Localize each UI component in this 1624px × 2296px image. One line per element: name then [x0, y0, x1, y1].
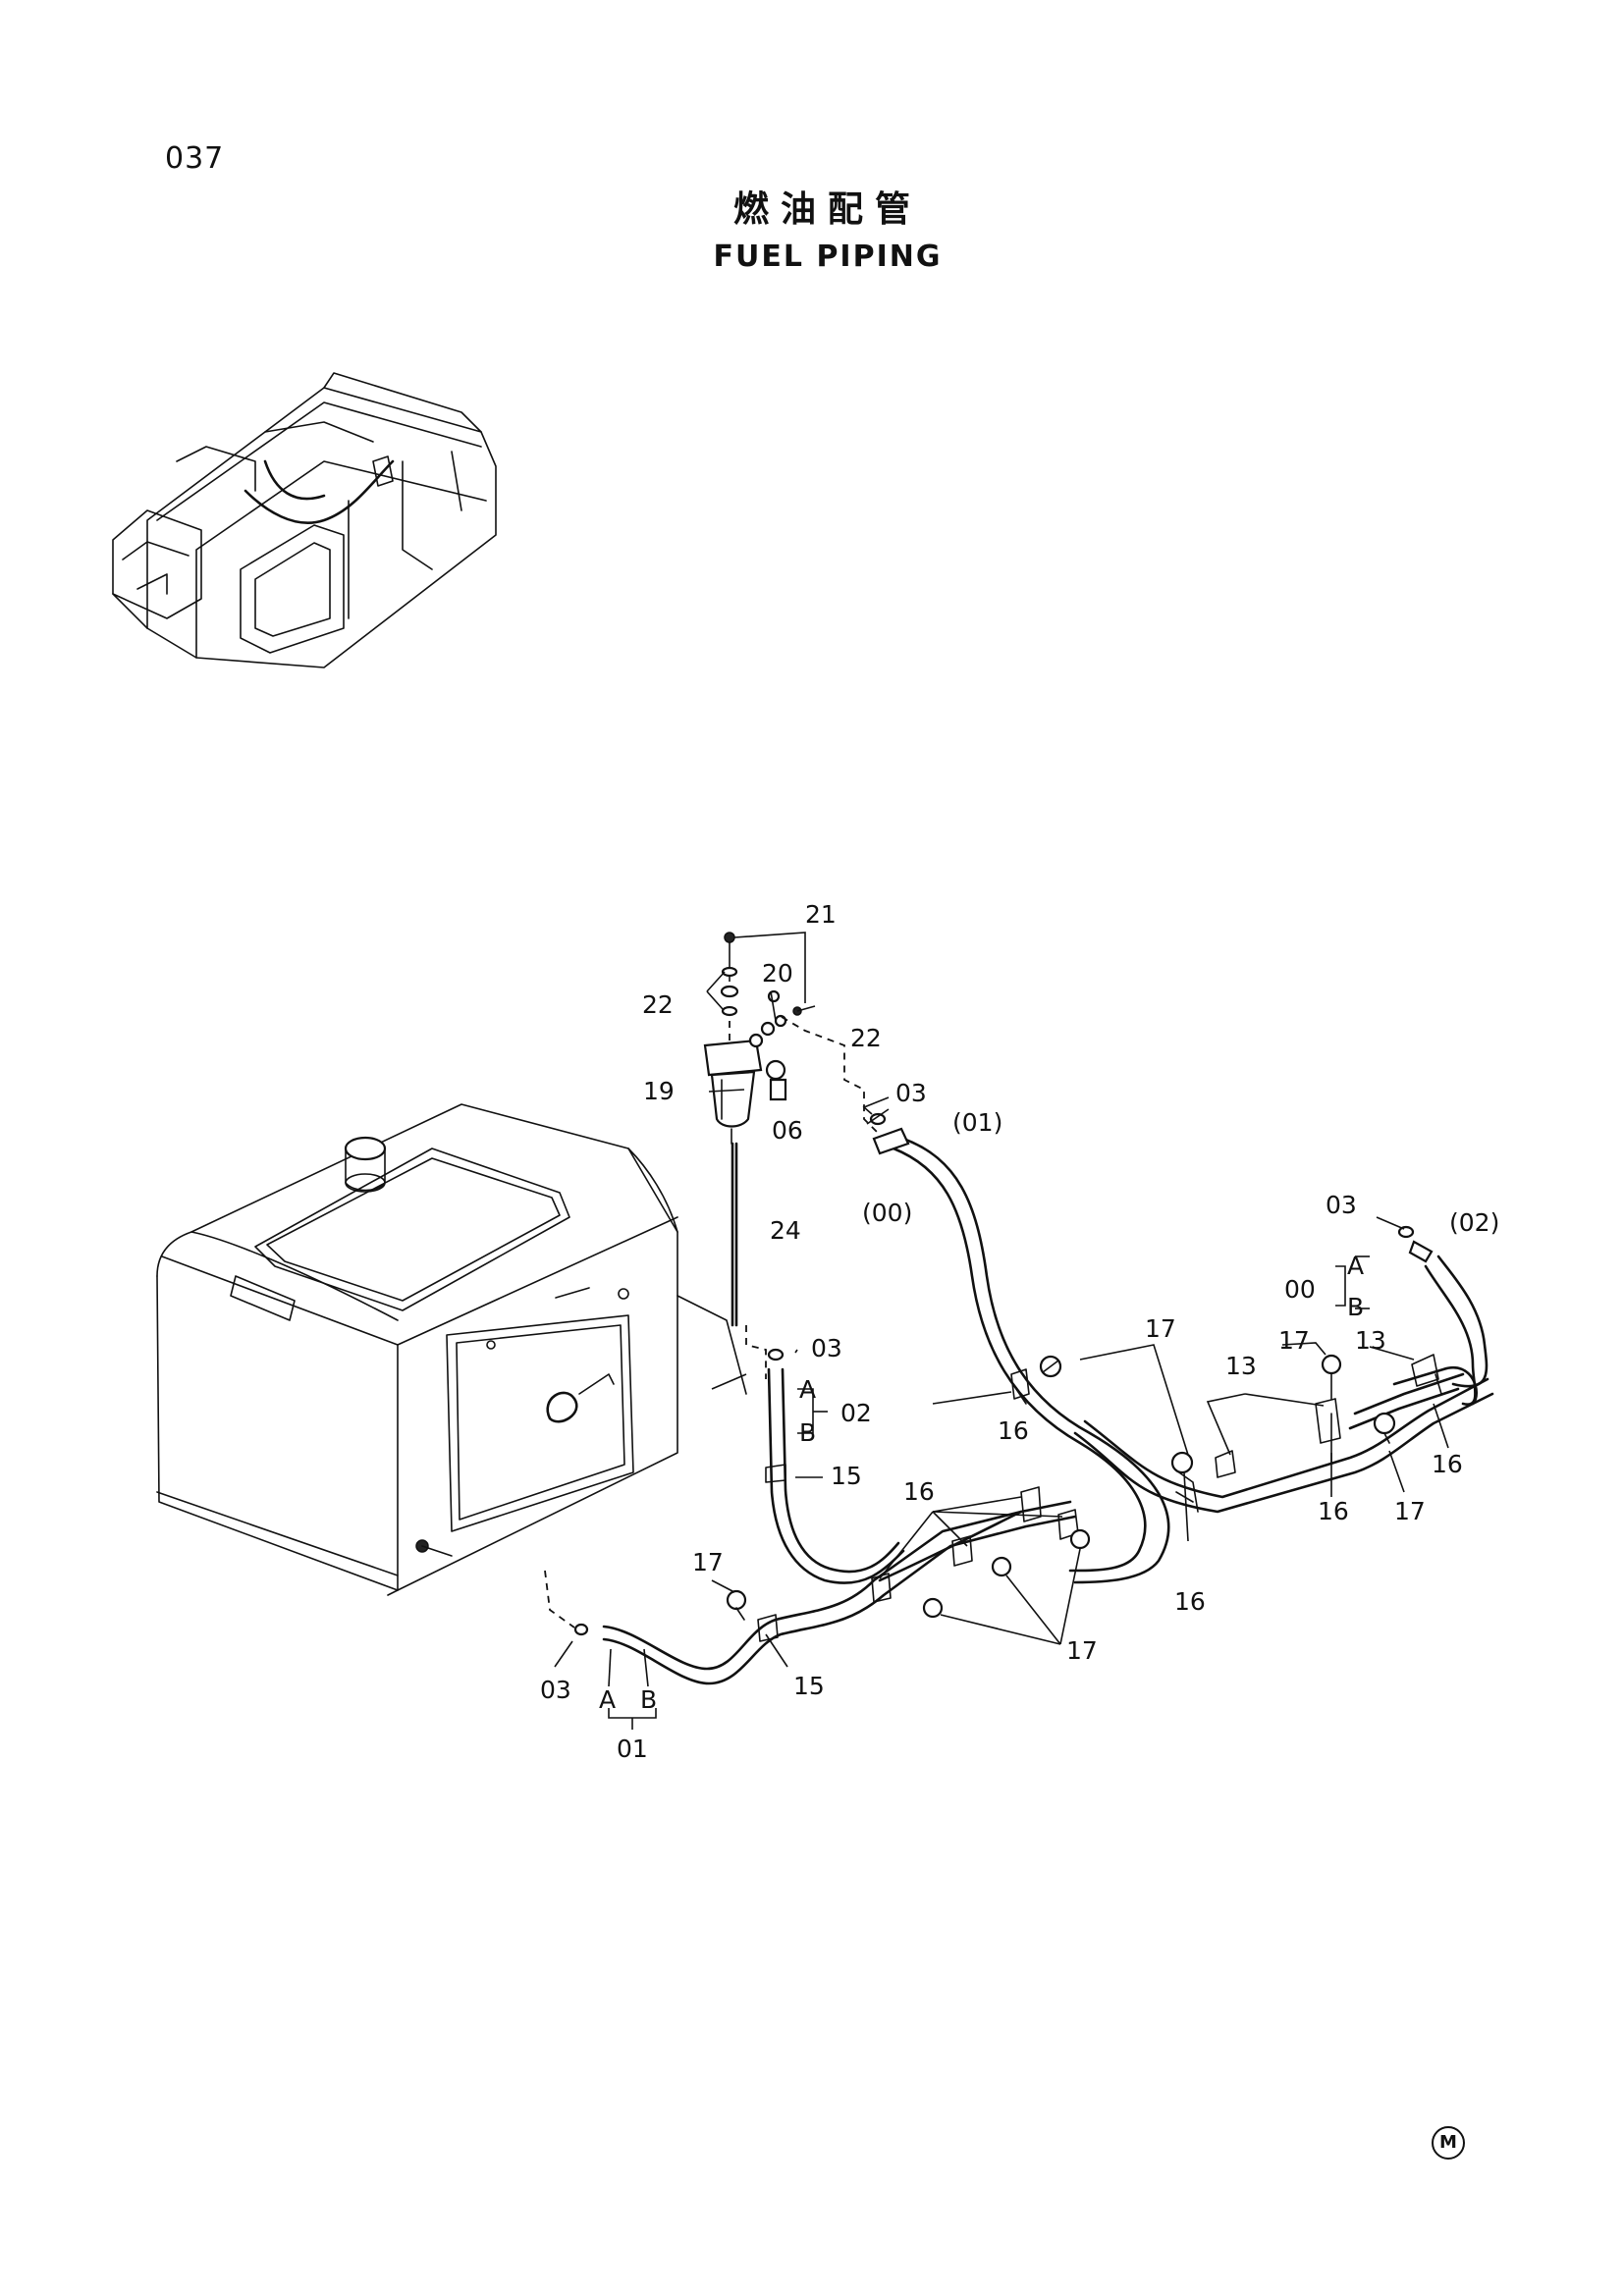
callout-01-a: A [599, 1685, 616, 1714]
drain-path [745, 1325, 767, 1379]
callout-17-lower: 17 [1066, 1636, 1098, 1665]
callout-22-left: 22 [642, 990, 674, 1019]
callout-17-right: 17 [1278, 1326, 1310, 1355]
callout-leaders [554, 932, 1449, 1730]
callout-03-bottom: 03 [540, 1676, 571, 1704]
callout-15-lower: 15 [793, 1672, 825, 1700]
callout-02-group: 02 [840, 1399, 872, 1427]
callout-15-upper: 15 [831, 1462, 862, 1490]
callout-02-b: B [799, 1418, 816, 1447]
callout-00-group: 00 [1284, 1275, 1316, 1304]
callout-16-far-right: 16 [1432, 1450, 1463, 1478]
page-title-english: FUEL PIPING [713, 240, 943, 274]
callout-06: 06 [772, 1116, 803, 1145]
callout-03-right: 03 [1326, 1191, 1357, 1219]
callout-19: 19 [643, 1077, 675, 1105]
callout-02-a: A [799, 1375, 816, 1404]
callout-01-group: 01 [617, 1735, 648, 1763]
fuel-tank-illustration [156, 1103, 747, 1596]
callout-16-center: 16 [1174, 1587, 1206, 1616]
callout-17-left: 17 [692, 1548, 724, 1576]
callout-00-paren: (00) [862, 1199, 912, 1227]
callout-24: 24 [770, 1216, 801, 1245]
page-number: 037 [165, 141, 225, 176]
callout-16-left: 16 [998, 1416, 1029, 1445]
machine-overview-illustration [112, 372, 497, 668]
callout-21: 21 [805, 900, 837, 929]
callout-16-right: 16 [1318, 1497, 1349, 1525]
callout-00-a: A [1347, 1252, 1364, 1280]
fuel-hose-routing [544, 1112, 1494, 1685]
callout-02-paren: (02) [1449, 1208, 1499, 1237]
callout-01-b: B [640, 1685, 657, 1714]
callout-13-right: 13 [1355, 1326, 1386, 1355]
callout-labels: 21 20 22 22 19 06 03 (01) (00) 24 03 (02… [540, 900, 1499, 1763]
callout-13-left: 13 [1225, 1352, 1257, 1380]
callout-03-middle: 03 [811, 1334, 842, 1362]
callout-22-right: 22 [850, 1024, 882, 1052]
fuel-filter-assembly [703, 932, 890, 1145]
callout-20: 20 [762, 959, 793, 988]
page-title-chinese: 燃油配管 [732, 189, 922, 230]
callout-16-cluster: 16 [903, 1477, 935, 1506]
callout-17-upper: 17 [1145, 1314, 1176, 1343]
callout-01-paren: (01) [952, 1108, 1002, 1137]
footer-mark: M [1432, 2126, 1465, 2160]
callout-17-far-right: 17 [1394, 1497, 1426, 1525]
callout-00-b: B [1347, 1293, 1364, 1321]
callout-03-top: 03 [895, 1079, 927, 1107]
